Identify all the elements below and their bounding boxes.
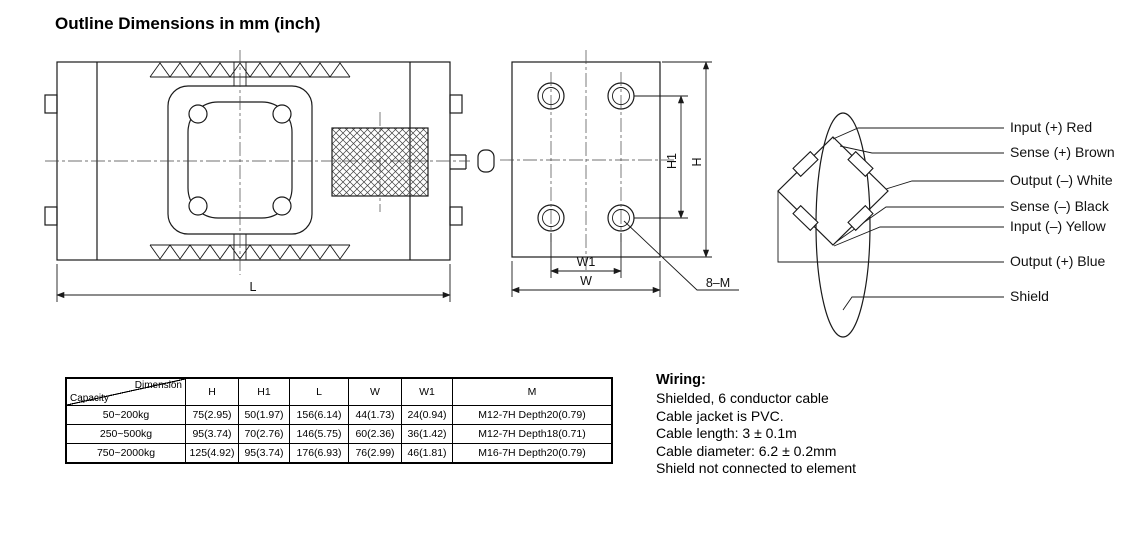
wire-input-plus — [832, 127, 1004, 140]
dimension-L: L — [56, 264, 451, 302]
table-row: 250~500kg 95(3.74) 70(2.76) 146(5.75) 60… — [66, 424, 612, 444]
value-cell: 156(6.14) — [289, 405, 349, 425]
column-header-H1: H1 — [238, 378, 290, 406]
dimension-W1: W1 — [550, 233, 622, 278]
wire-output-minus — [885, 180, 1004, 190]
bridge-diamond — [777, 136, 889, 246]
wiring-note-line: Cable jacket is PVC. — [656, 407, 784, 424]
dimension-table: Dimension Capacity H H1 L W W1 M 50~200k… — [65, 377, 613, 464]
load-cell-top-view: L — [44, 50, 495, 302]
value-cell: 46(1.81) — [401, 443, 453, 463]
cable-stub — [450, 154, 467, 170]
value-cell: 176(6.93) — [289, 443, 349, 463]
dimension-H: H — [662, 61, 712, 258]
value-cell: 44(1.73) — [348, 405, 402, 425]
mount-tab — [44, 206, 58, 226]
dim-label-W1: W1 — [577, 255, 596, 269]
wire-sense-minus — [835, 206, 1004, 243]
diagonal-divider: Dimension Capacity — [67, 379, 185, 405]
wiring-note-line: Cable length: 3 ± 0.1m — [656, 425, 797, 441]
wiring-notes-heading: Wiring: — [656, 372, 706, 388]
capacity-cell: 50~200kg — [66, 405, 186, 425]
value-cell: M12-7H Depth18(0.71) — [452, 424, 612, 444]
wire-shield — [842, 296, 1004, 311]
value-cell: 36(1.42) — [401, 424, 453, 444]
wire-sense-plus — [839, 145, 1004, 154]
table-row: 750~2000kg 125(4.92) 95(3.74) 176(6.93) … — [66, 443, 612, 463]
dimension-W: W — [511, 261, 661, 297]
wiring-notes: Wiring: Shielded, 6 conductor cable Cabl… — [656, 372, 856, 478]
value-cell: M16-7H Depth20(0.79) — [452, 443, 612, 463]
table-corner-cell: Dimension Capacity — [66, 378, 186, 406]
wire-label-shield: Shield — [1010, 288, 1049, 304]
wire-input-minus — [833, 226, 1004, 247]
dim-label-H: H — [690, 157, 704, 166]
mount-tab — [449, 206, 463, 226]
thread-callout: 8–M — [623, 220, 739, 291]
strain-gauge — [847, 150, 874, 178]
column-header-M: M — [452, 378, 612, 406]
page-title: Outline Dimensions in mm (inch) — [55, 14, 321, 33]
corner-label-dimension: Dimension — [134, 380, 182, 391]
value-cell: 50(1.97) — [238, 405, 290, 425]
mount-tab — [44, 94, 58, 114]
serration-bottom — [149, 244, 351, 260]
outline-drawing: L H1 — [44, 50, 1115, 338]
column-header-L: L — [289, 378, 349, 406]
relief-hole — [272, 196, 292, 216]
table-row: 50~200kg 75(2.95) 50(1.97) 156(6.14) 44(… — [66, 405, 612, 425]
wiring-note-line: Cable diameter: 6.2 ± 0.2mm — [656, 442, 837, 459]
value-cell: M12-7H Depth20(0.79) — [452, 405, 612, 425]
wiring-note-line: Shield not connected to element — [656, 460, 857, 476]
relief-hole — [188, 104, 208, 124]
dim-label-W: W — [580, 274, 592, 288]
strain-gauge — [847, 204, 874, 232]
relief-hole — [272, 104, 292, 124]
dim-label-L: L — [250, 280, 257, 294]
value-cell: 95(3.74) — [185, 424, 239, 444]
wire-label-input-plus: Input (+) Red — [1010, 119, 1092, 135]
value-cell: 60(2.36) — [348, 424, 402, 444]
capacity-cell: 250~500kg — [66, 424, 186, 444]
wire-label-output-plus: Output (+) Blue — [1010, 253, 1106, 269]
column-header-W1: W1 — [401, 378, 453, 406]
wire-label-sense-minus: Sense (–) Black — [1010, 198, 1110, 214]
mount-tab — [449, 94, 463, 114]
cable-cap — [477, 149, 495, 173]
strain-gauge — [792, 204, 819, 232]
bridge-circuit: Input (+) Red Sense (+) Brown Output (–)… — [777, 112, 1115, 338]
serration-top — [149, 62, 351, 78]
dim-label-H1: H1 — [665, 153, 679, 169]
value-cell: 24(0.94) — [401, 405, 453, 425]
load-cell-end-view: H1 H W1 W — [500, 50, 739, 297]
wire-label-output-minus: Output (–) White — [1010, 172, 1113, 188]
corner-label-capacity: Capacity — [70, 393, 109, 404]
value-cell: 76(2.99) — [348, 443, 402, 463]
wiring-note-line: Shielded, 6 conductor cable — [656, 390, 829, 406]
thread-callout-label: 8–M — [706, 276, 730, 290]
column-header-W: W — [348, 378, 402, 406]
value-cell: 70(2.76) — [238, 424, 290, 444]
wire-label-sense-plus: Sense (+) Brown — [1010, 144, 1115, 160]
wire-label-input-minus: Input (–) Yellow — [1010, 218, 1107, 234]
value-cell: 95(3.74) — [238, 443, 290, 463]
relief-hole — [188, 196, 208, 216]
dimension-H1: H1 — [634, 95, 688, 219]
value-cell: 125(4.92) — [185, 443, 239, 463]
capacity-cell: 750~2000kg — [66, 443, 186, 463]
column-header-H: H — [185, 378, 239, 406]
value-cell: 146(5.75) — [289, 424, 349, 444]
strain-gauge — [792, 150, 819, 178]
wire-output-plus — [777, 191, 1004, 263]
value-cell: 75(2.95) — [185, 405, 239, 425]
